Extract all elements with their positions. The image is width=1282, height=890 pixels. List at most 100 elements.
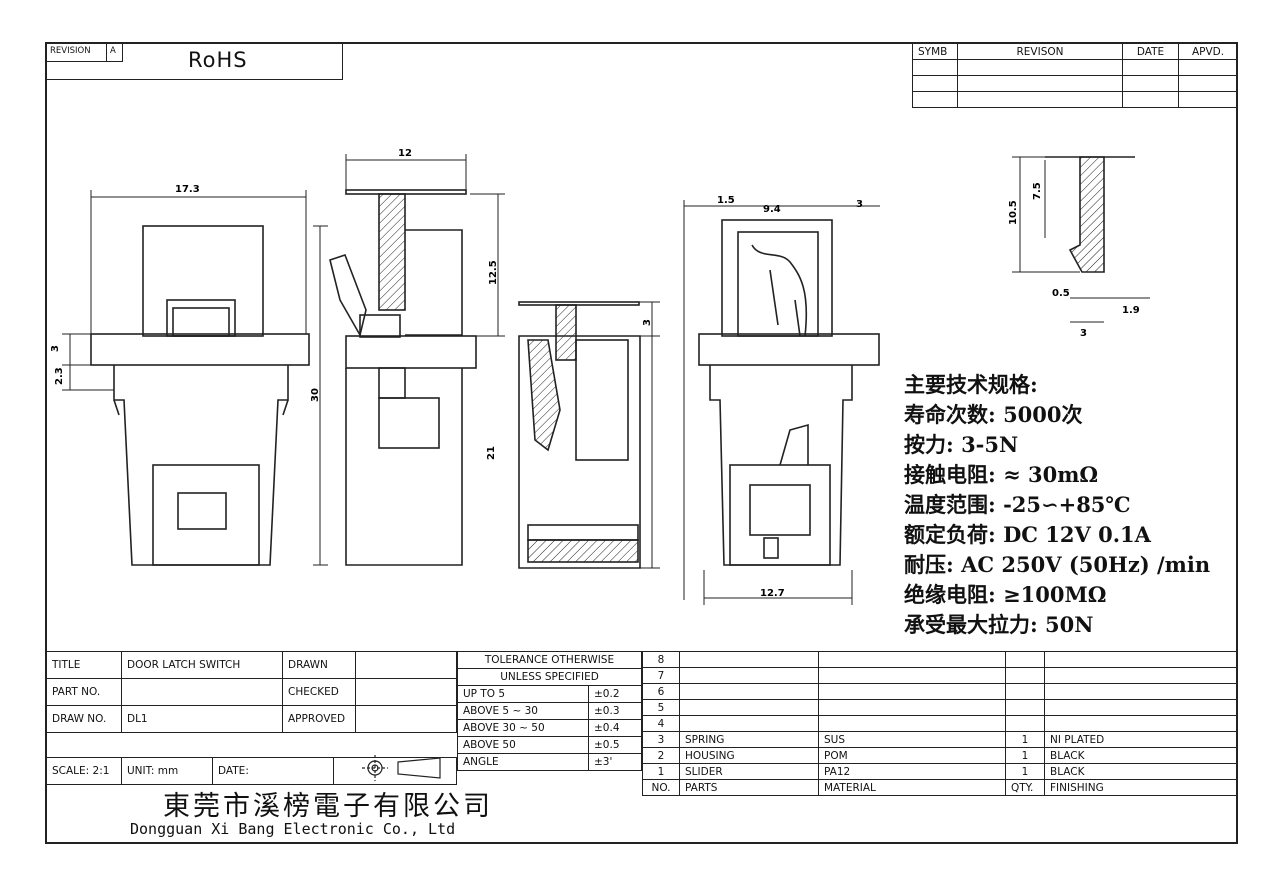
approved-label: APPROVED [282,705,356,733]
drawn-value [355,651,457,679]
tolerance-value: ±3' [588,753,642,771]
part-material [818,715,1006,732]
parts-header-no: NO. [642,779,680,796]
part-material [818,699,1006,716]
spec-line: 耐压: AC 250V (50Hz) /min [904,552,1211,577]
approved-value [355,705,457,733]
spec-line: 温度范围: -25∽+85℃ [904,492,1131,517]
draw-no-value: DL1 [121,705,283,733]
back-view [683,200,880,605]
part-finish: NI PLATED [1044,731,1237,748]
spec-line: 寿命次数: 5000次 [904,402,1083,427]
revision-table: SYMB REVISON DATE APVD. [912,43,1238,108]
tolerance-heading-2: UNLESS SPECIFIED [457,668,642,686]
part-name [679,683,819,700]
dim-detail-a: 10.5 [1008,200,1019,225]
side-view [329,154,505,566]
parts-header-material: MATERIAL [818,779,1006,796]
dim-back-d3: 3 [856,199,863,210]
revision-value: A [110,46,116,56]
tolerance-range: ABOVE 30 ~ 50 [457,719,589,737]
tolerance-value: ±0.5 [588,736,642,754]
part-name: SLIDER [679,763,819,780]
detail-view [1012,156,1150,323]
dim-side-h: 12.5 [488,260,499,285]
part-qty [1005,683,1045,700]
tolerance-table: TOLERANCE OTHERWISE UNLESS SPECIFIED UP … [457,651,642,771]
tolerance-range: ABOVE 5 ~ 30 [457,702,589,720]
spec-list: 主要技术规格: 寿命次数: 5000次 按力: 3-5N 接触电阻: ≈ 30m… [904,370,1210,640]
front-view [62,190,328,566]
title-label: TITLE [46,651,122,679]
part-qty: 1 [1005,747,1045,764]
parts-header-part: PARTS [679,779,819,796]
dim-side-top: 12 [398,148,412,159]
part-name: HOUSING [679,747,819,764]
part-no: 3 [642,731,680,748]
projection-cell [333,757,457,785]
title-table: TITLE DOOR LATCH SWITCH DRAWN PART NO. C… [46,651,457,733]
scale-row: SCALE: 2:1 UNIT: mm DATE: [46,757,457,785]
part-no: 4 [642,715,680,732]
part-qty [1005,715,1045,732]
part-qty [1005,699,1045,716]
part-qty [1005,667,1045,684]
part-material: SUS [818,731,1006,748]
section-view [518,301,660,569]
parts-header-qty: QTY. [1005,779,1045,796]
drawn-label: DRAWN [282,651,356,679]
parts-header-finish: FINISHING [1044,779,1237,796]
part-material [818,683,1006,700]
drawing-sheet [45,42,1238,844]
tolerance-value: ±0.4 [588,719,642,737]
spec-line: 按力: 3-5N [904,432,1019,457]
part-finish [1044,667,1237,684]
part-no: 6 [642,683,680,700]
part-qty [1005,651,1045,668]
dim-front-height: 30 [310,388,321,402]
part-finish: BLACK [1044,747,1237,764]
revision-header [46,43,343,80]
part-no: 7 [642,667,680,684]
dim-back-bottom: 12.7 [760,588,785,599]
company-name-cn: 東莞市溪榜電子有限公司 [163,791,493,822]
part-finish [1044,699,1237,716]
part-finish: BLACK [1044,763,1237,780]
part-name: SPRING [679,731,819,748]
rev-cell [1178,91,1238,108]
title-block-top-rule [46,651,1237,652]
date: DATE: [212,757,334,785]
part-qty: 1 [1005,731,1045,748]
rev-col-symb: SYMB [912,43,958,60]
part-qty: 1 [1005,763,1045,780]
draw-no-label: DRAW NO. [46,705,122,733]
part-name [679,699,819,716]
tolerance-range: UP TO 5 [457,685,589,703]
dim-front-width: 17.3 [175,184,200,195]
spec-line: 绝缘电阻: ≥100MΩ [904,582,1107,607]
scale: SCALE: 2:1 [46,757,122,785]
part-no-label: PART NO. [46,678,122,706]
revision-cell-divider [46,43,123,62]
part-finish [1044,651,1237,668]
dim-back-d2: 9.4 [763,204,781,215]
part-name [679,715,819,732]
checked-label: CHECKED [282,678,356,706]
title-value: DOOR LATCH SWITCH [121,651,283,679]
part-no-value [121,678,283,706]
part-finish [1044,683,1237,700]
tolerance-heading-1: TOLERANCE OTHERWISE [457,651,642,669]
dim-detail-c: 0.5 [1052,288,1070,299]
part-no: 8 [642,651,680,668]
part-no: 2 [642,747,680,764]
tolerance-value: ±0.2 [588,685,642,703]
dim-detail-d: 1.9 [1122,305,1140,316]
spec-line: 承受最大拉力: 50N [904,612,1094,637]
part-no: 5 [642,699,680,716]
part-name [679,667,819,684]
part-material [818,651,1006,668]
dim-section-h1: 3 [642,319,653,326]
part-no: 1 [642,763,680,780]
